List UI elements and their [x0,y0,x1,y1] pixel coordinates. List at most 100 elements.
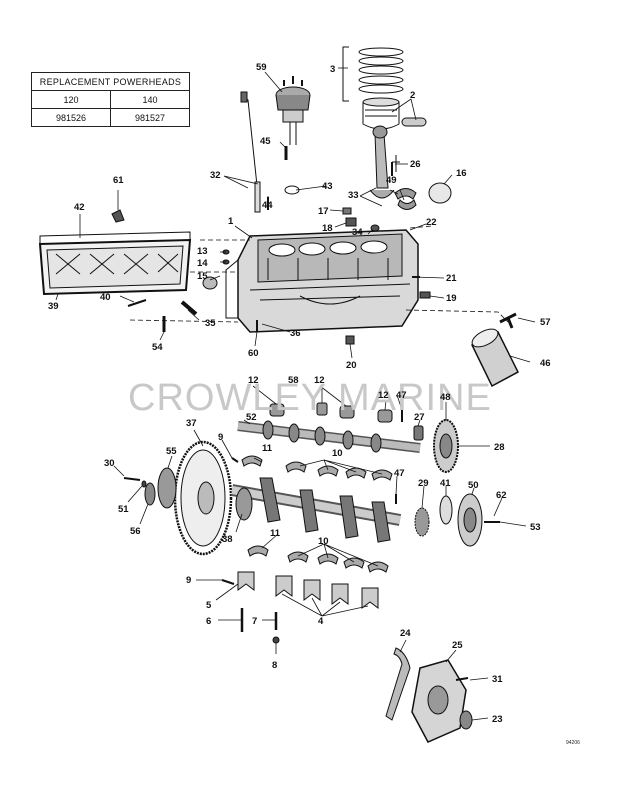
callout-35: 35 [205,318,216,329]
callout-11-a: 11 [262,443,273,454]
camshaft [237,420,421,453]
callout-56: 56 [130,526,141,537]
connecting-rod [369,125,400,199]
callout-28: 28 [494,442,505,453]
callout-53: 53 [530,522,541,533]
callout-31: 31 [492,674,503,685]
callout-10-a: 10 [332,448,343,459]
drawing-code: 94206 [566,740,580,746]
callout-33: 33 [348,190,359,201]
callout-36: 36 [290,328,301,339]
callout-38: 38 [222,534,233,545]
rod-bearing-lower [397,199,417,210]
oil-filter [471,312,519,388]
timing-cover [411,659,467,743]
callout-34: 34 [352,227,363,238]
valve-cover [38,231,192,296]
callout-49: 49 [386,175,397,186]
callout-10-b: 10 [318,536,329,547]
callout-59: 59 [256,62,267,73]
table-title: REPLACEMENT POWERHEADS [31,72,190,91]
callout-54: 54 [152,342,163,353]
callout-42: 42 [74,202,85,213]
callout-numbers: 59 3 2 26 16 45 43 32 44 17 18 34 33 49 … [48,62,551,725]
callout-45: 45 [260,136,271,147]
callout-27: 27 [414,412,425,423]
watermark: CROWLEY MARINE [128,377,492,419]
callout-41: 41 [440,478,451,489]
callout-47-b: 47 [394,468,405,479]
piston [362,97,427,130]
table-part-120: 981526 [31,108,111,127]
callout-6: 6 [206,616,211,627]
cam-gear [433,419,459,473]
callout-22: 22 [426,217,437,228]
callout-58: 58 [288,375,299,386]
callout-16: 16 [456,168,467,179]
crankshaft [230,477,402,543]
table-part-140: 981527 [110,108,190,127]
callout-17: 17 [318,206,329,217]
callout-52: 52 [246,412,257,423]
callout-7: 7 [252,616,257,627]
callout-13: 13 [197,246,208,257]
callout-55: 55 [166,446,177,457]
callout-48: 48 [440,392,451,403]
table-model-120: 120 [31,90,111,109]
callout-9-b: 9 [186,575,191,586]
cam-bearing [269,403,285,417]
callout-61: 61 [113,175,124,186]
callout-37: 37 [186,418,197,429]
callout-57: 57 [540,317,551,328]
callout-15: 15 [197,271,208,282]
flywheel [173,440,233,556]
callout-40: 40 [100,292,111,303]
piston-rings [342,46,404,102]
callout-19: 19 [446,293,457,304]
bearing-caps [237,571,379,609]
callout-3: 3 [330,64,335,75]
callout-9-a: 9 [218,432,223,443]
callout-50: 50 [468,480,479,491]
callout-23: 23 [492,714,503,725]
callout-12-a: 12 [248,375,259,386]
crank-seal [459,710,473,730]
callout-14: 14 [197,258,208,269]
callout-2: 2 [410,90,415,101]
replacement-powerheads-table: REPLACEMENT POWERHEADS 120 140 981526 98… [31,72,190,127]
callout-1: 1 [228,216,234,227]
leader-lines [55,67,536,721]
callout-43: 43 [322,181,333,192]
timing-gasket [385,647,411,721]
filler-cap [428,182,452,204]
callout-26: 26 [410,159,421,170]
distributor [275,76,311,145]
callout-8: 8 [272,660,277,671]
callout-5: 5 [206,600,212,611]
main-bearings-upper [241,455,393,481]
callout-62: 62 [496,490,507,501]
engine-block [225,229,419,333]
callout-29: 29 [418,478,429,489]
table-model-140: 140 [110,90,190,109]
callout-18: 18 [322,223,333,234]
callout-12-c: 12 [378,390,389,401]
main-bearings-lower [247,545,389,573]
dipstick [242,95,259,196]
callout-11-b: 11 [270,528,281,539]
callout-24: 24 [400,628,411,639]
callout-20: 20 [346,360,357,371]
assembly-lines [129,225,509,323]
callout-60: 60 [248,348,259,359]
callout-25: 25 [452,640,463,651]
callout-46: 46 [540,358,551,369]
callout-32: 32 [210,170,221,181]
callout-12-b: 12 [314,375,325,386]
callout-47-a: 47 [396,390,407,401]
callout-4: 4 [318,616,324,627]
callout-51: 51 [118,504,129,515]
callout-21: 21 [446,273,457,284]
callout-39: 39 [48,301,59,312]
